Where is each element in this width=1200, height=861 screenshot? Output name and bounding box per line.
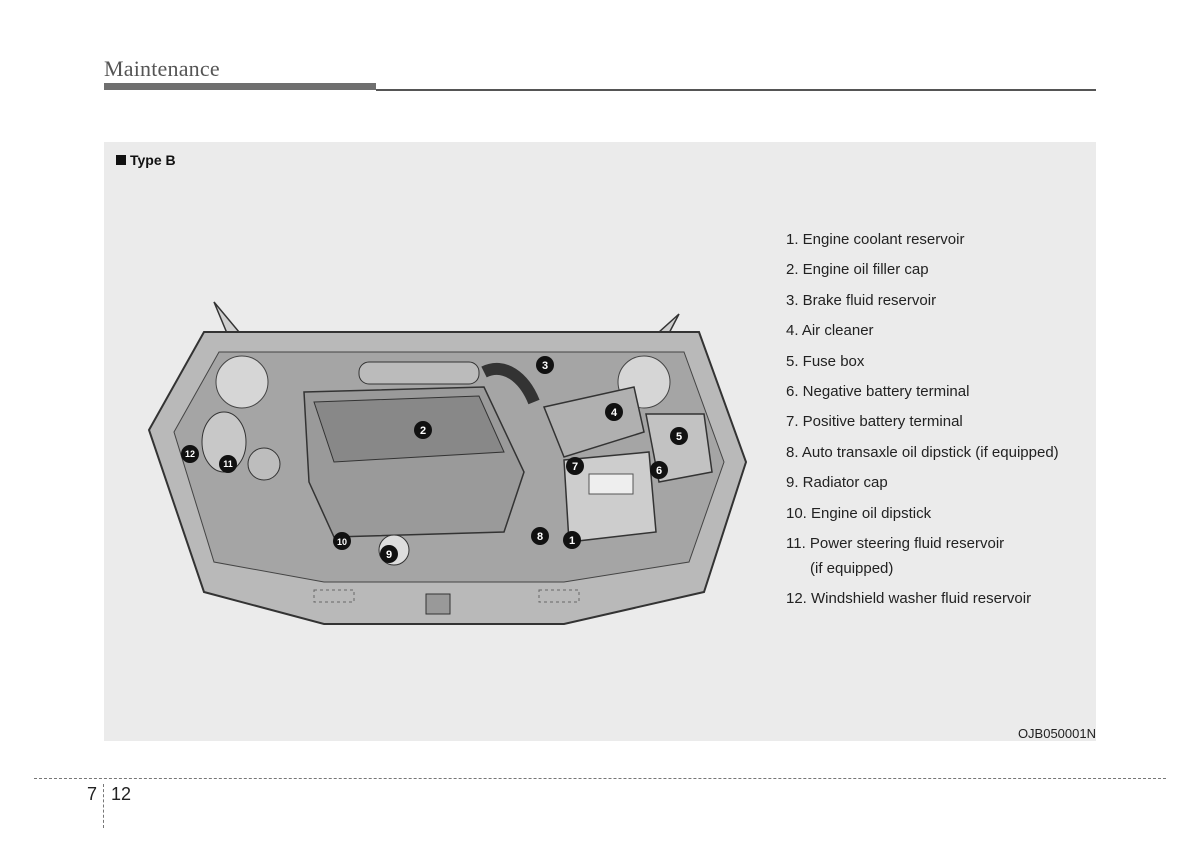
air-cleaner-box bbox=[542, 386, 645, 458]
legend-item: 10. Engine oil dipstick bbox=[786, 504, 932, 522]
battery-label bbox=[588, 473, 634, 495]
callout-7: 7 bbox=[566, 457, 584, 475]
hood-latch bbox=[425, 593, 451, 615]
legend-item: 3. Brake fluid reservoir bbox=[786, 291, 937, 309]
header-rule-thin bbox=[376, 89, 1096, 91]
section-label: Type B bbox=[116, 152, 176, 168]
callout-12: 12 bbox=[181, 445, 199, 463]
callout-10: 10 bbox=[333, 532, 351, 550]
air-duct bbox=[481, 362, 540, 405]
figure-panel: Type B 1 2 3 4 bbox=[104, 142, 1096, 741]
svg-text:9: 9 bbox=[386, 549, 392, 561]
left-strut-tower bbox=[215, 355, 269, 409]
callout-6: 6 bbox=[650, 461, 668, 479]
legend-item: 11. Power steering fluid reservoir (if e… bbox=[786, 534, 1059, 589]
legend-item-text: 11. Power steering fluid reservoir bbox=[786, 534, 1005, 552]
svg-text:2: 2 bbox=[420, 425, 426, 437]
figure-code: OJB050001N bbox=[1017, 726, 1096, 741]
header-rule-thick bbox=[104, 83, 376, 90]
svg-text:5: 5 bbox=[676, 431, 682, 443]
callout-1: 1 bbox=[563, 531, 581, 549]
parts-legend: 1. Engine coolant reservoir 2. Engine oi… bbox=[786, 230, 1059, 619]
svg-text:1: 1 bbox=[569, 535, 575, 547]
footer-divider bbox=[103, 784, 104, 828]
callout-8: 8 bbox=[531, 527, 549, 545]
legend-item: 8. Auto transaxle oil dipstick (if equip… bbox=[786, 443, 1059, 461]
callout-5: 5 bbox=[670, 427, 688, 445]
svg-text:7: 7 bbox=[572, 461, 578, 473]
engine-compartment-diagram: 1 2 3 4 5 6 7 8 9 10 11 12 bbox=[147, 301, 748, 625]
legend-item: 6. Negative battery terminal bbox=[786, 382, 970, 400]
legend-item: 2. Engine oil filler cap bbox=[786, 261, 929, 279]
legend-item-note: (if equipped) bbox=[810, 559, 894, 577]
svg-text:10: 10 bbox=[337, 537, 347, 547]
callout-11: 11 bbox=[219, 455, 237, 473]
legend-item: 4. Air cleaner bbox=[786, 322, 874, 340]
svg-text:4: 4 bbox=[611, 407, 618, 419]
svg-text:3: 3 bbox=[542, 360, 548, 372]
callout-9: 9 bbox=[380, 545, 398, 563]
callout-3: 3 bbox=[536, 356, 554, 374]
svg-text:8: 8 bbox=[537, 531, 543, 543]
power-steering-reservoir bbox=[247, 447, 281, 481]
svg-text:6: 6 bbox=[656, 465, 662, 477]
front-grille-right bbox=[538, 589, 580, 603]
footer-dashed-rule bbox=[34, 778, 1166, 779]
legend-item: 9. Radiator cap bbox=[786, 474, 888, 492]
callout-4: 4 bbox=[605, 403, 623, 421]
legend-item: 1. Engine coolant reservoir bbox=[786, 231, 965, 248]
front-grille-left bbox=[313, 589, 355, 603]
intake-pipe bbox=[358, 361, 480, 385]
page-number: 12 bbox=[111, 784, 132, 804]
square-bullet-icon bbox=[116, 155, 126, 165]
legend-item: 5. Fuse box bbox=[786, 352, 865, 370]
callout-2: 2 bbox=[414, 421, 432, 439]
chapter-number: 7 bbox=[87, 784, 98, 804]
legend-item: 7. Positive battery terminal bbox=[786, 413, 963, 431]
section-label-text: Type B bbox=[130, 152, 176, 168]
svg-text:12: 12 bbox=[185, 449, 195, 459]
legend-item: 12. Windshield washer fluid reservoir bbox=[786, 589, 1032, 607]
valve-cover bbox=[313, 395, 505, 463]
page-header-title: Maintenance bbox=[104, 56, 220, 81]
svg-text:11: 11 bbox=[223, 459, 233, 469]
